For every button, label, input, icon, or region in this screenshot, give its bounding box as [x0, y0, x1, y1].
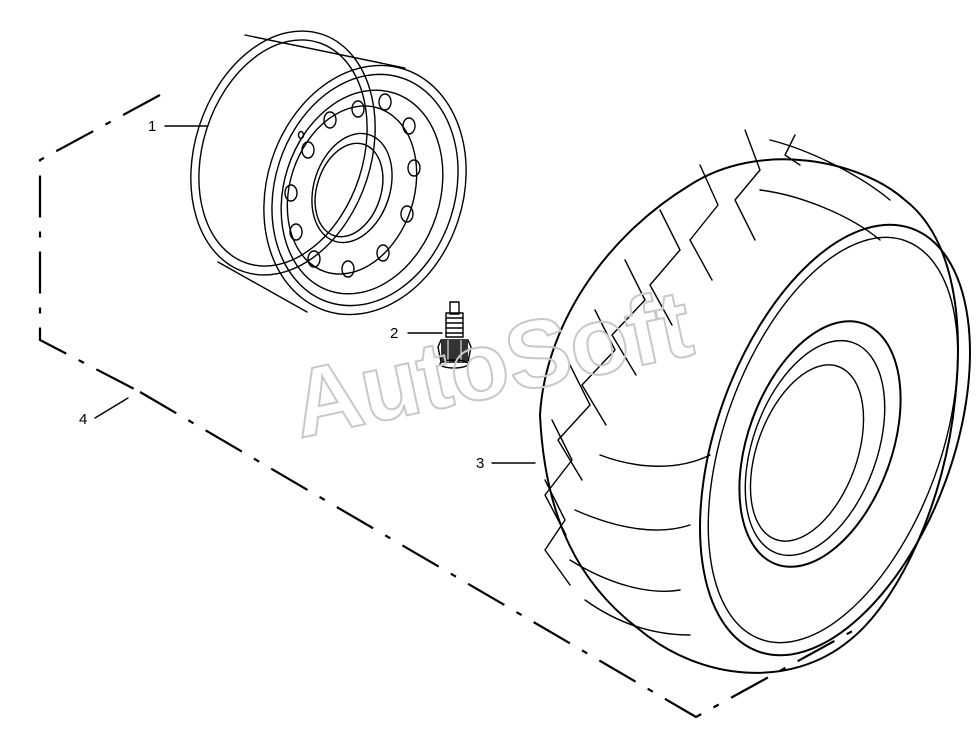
valve-stem [437, 301, 472, 369]
callout-4: 4 [79, 411, 87, 428]
watermark-text: AutoSoft [282, 270, 701, 459]
callout-1: 1 [148, 118, 156, 135]
leader-lines [94, 125, 536, 464]
assembly-boundary [38, 94, 859, 719]
tire [538, 129, 971, 674]
tread-lugs [544, 129, 891, 636]
bolt-holes [284, 93, 421, 278]
wheel-rim [190, 30, 467, 316]
callout-2: 2 [390, 325, 398, 342]
callout-3: 3 [476, 455, 484, 472]
